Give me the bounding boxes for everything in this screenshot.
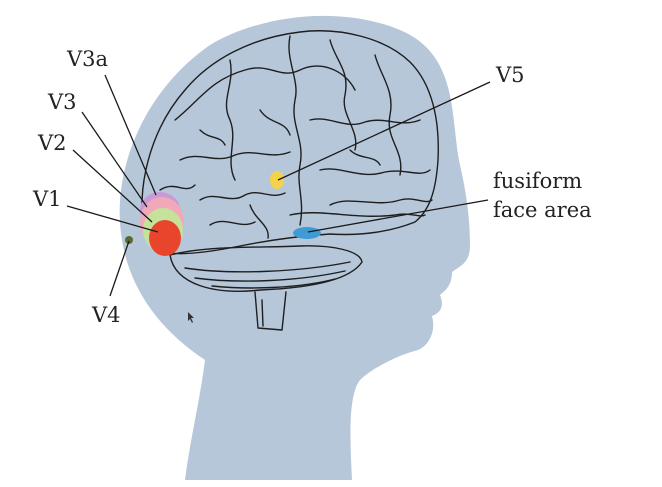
- leader-v3a: [104, 74, 157, 196]
- label-v4: V4: [91, 303, 121, 327]
- leader-v1: [66, 205, 159, 233]
- leader-v4: [109, 240, 130, 297]
- area-v4: [125, 236, 133, 244]
- cerebellum: [169, 245, 363, 292]
- area-v5: [270, 171, 284, 189]
- brainstem: [254, 291, 287, 331]
- leader-v5: [277, 81, 491, 181]
- cerebrum: [141, 30, 439, 255]
- label-v3a: V3a: [66, 47, 108, 71]
- leader-v2: [72, 149, 153, 223]
- label-face-area: face area: [493, 198, 592, 222]
- label-fusiform: fusiform: [493, 169, 582, 193]
- area-fusiform-face-area: [293, 227, 321, 239]
- leader-fusiform-face-area: [307, 199, 489, 233]
- mouse-cursor-icon: [188, 312, 194, 323]
- label-v3: V3: [47, 90, 77, 114]
- label-v1: V1: [32, 187, 62, 211]
- area-v1: [149, 220, 181, 256]
- label-v5: V5: [495, 63, 525, 87]
- leader-v3: [81, 111, 148, 208]
- label-v2: V2: [37, 131, 67, 155]
